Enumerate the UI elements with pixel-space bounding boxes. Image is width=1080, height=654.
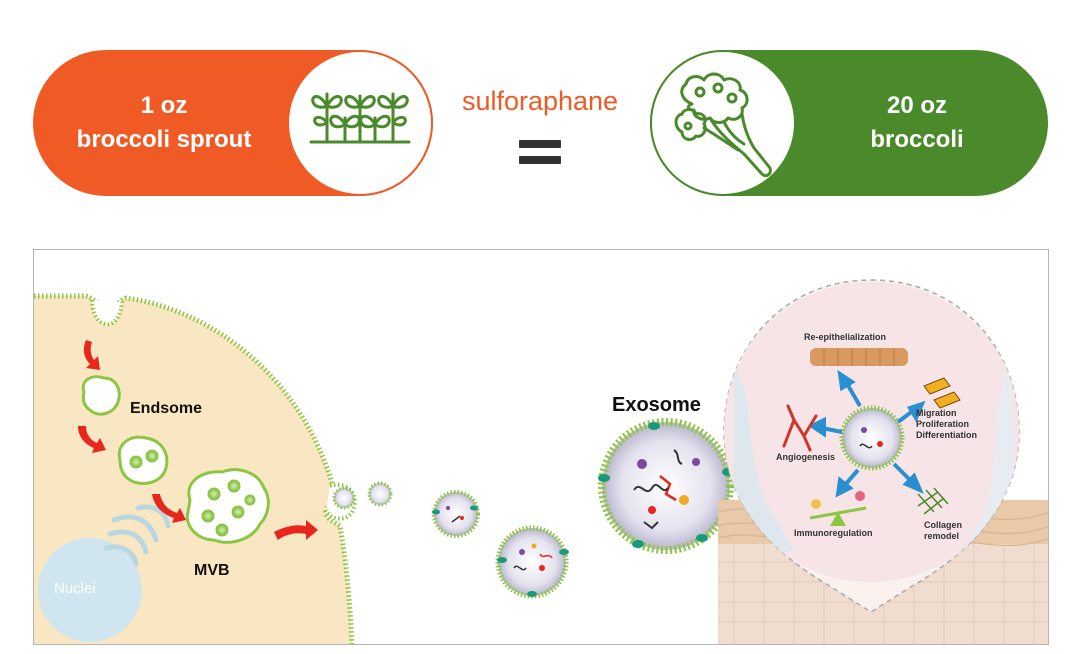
migration-label: Migration Proliferation Differentiation (916, 408, 978, 440)
exosome-small-2 (367, 481, 393, 507)
early-mvb (117, 435, 169, 485)
mvb (185, 468, 270, 544)
broccoli-icon-circle (650, 50, 796, 196)
mvb-label: MVB (194, 562, 230, 579)
exosome-label: Exosome (612, 394, 701, 416)
broccoli-text: 20 oz broccoli (788, 52, 1046, 194)
collagen-remodel-label: Collagen remodel (924, 520, 963, 541)
broccoli-name: broccoli (870, 126, 964, 153)
exosome-illustration (34, 279, 1048, 644)
golgi (103, 504, 171, 567)
re-epithelialization-label: Re-epithelialization (804, 332, 887, 342)
sprout-name: broccoli sprout (76, 126, 252, 153)
broccoli-sprout-pill: 1 oz broccoli sprout (33, 50, 433, 196)
broccoli-sprout-text: 1 oz broccoli sprout (35, 52, 293, 194)
exosome-medium-1 (432, 490, 480, 538)
magnified-view (723, 279, 1020, 613)
pathway-arrows (78, 340, 318, 540)
angiogenesis-label: Angiogenesis (776, 452, 836, 462)
broccoli-amount: 20 oz (886, 92, 948, 119)
broccoli-icon (674, 72, 772, 178)
sulforaphane-label: sulforaphane (461, 86, 619, 116)
immunoregulation-label: Immunoregulation (794, 528, 873, 538)
sprout-icon (309, 92, 411, 144)
equals-icon (519, 138, 561, 168)
exosome-small-1 (332, 486, 356, 510)
nuclei-label: Nuclei (54, 580, 96, 597)
nucleus (38, 538, 142, 642)
endosome (81, 375, 121, 416)
exosome-diagram: Endsome MVB Nuclei Exosome Re-epithelial… (33, 249, 1049, 645)
exosome-large (598, 418, 734, 554)
exosome-medium-2 (495, 525, 569, 599)
sprout-amount: 1 oz (140, 92, 188, 119)
broccoli-pill: 20 oz broccoli (650, 50, 1048, 196)
sprout-icon-circle (287, 50, 433, 196)
endosome-label: Endsome (130, 400, 203, 417)
